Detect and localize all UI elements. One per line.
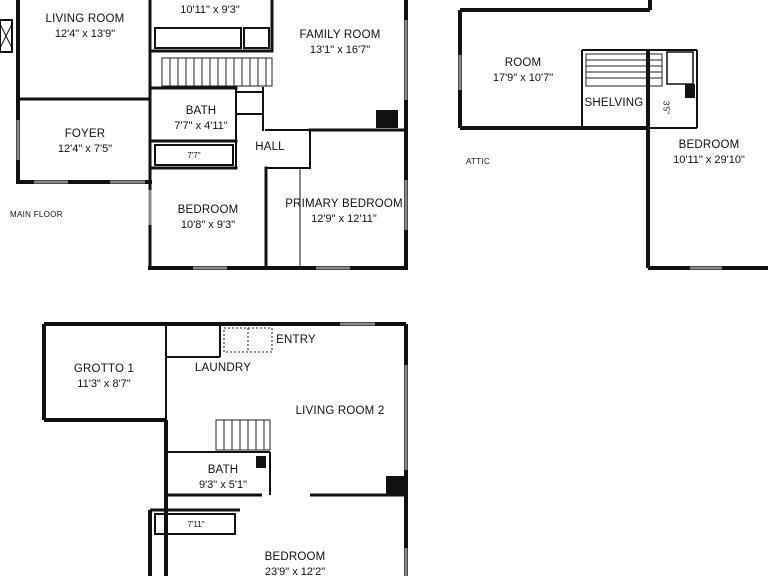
lower-bedroom-label: BEDROOM 23'9" x 12'2"	[240, 550, 350, 580]
main-floor-stairs	[161, 57, 273, 87]
dining-dim: 10'11" x 9'3"	[180, 4, 240, 16]
attic-stairs	[585, 53, 663, 87]
lower-bath-label: BATH 9'3" x 5'1"	[186, 463, 260, 493]
living-room-name: LIVING ROOM	[45, 13, 125, 25]
attic-room-dim: 17'9" x 10'7"	[492, 72, 554, 84]
attic-room-label: ROOM 17'9" x 10'7"	[478, 56, 568, 86]
bedroom-label: BEDROOM 10'8" x 9'3"	[158, 203, 258, 233]
bedroom-name: BEDROOM	[177, 204, 239, 216]
hall-name: HALL	[255, 141, 285, 153]
foyer-name: FOYER	[64, 128, 106, 140]
primary-bedroom-name: PRIMARY BEDROOM	[285, 198, 403, 210]
grotto-dim: 11'3" x 8'7"	[77, 378, 131, 390]
lower-bath-name: BATH	[207, 464, 239, 476]
lower-closet-dim: 7'11"	[187, 520, 205, 529]
attic-fixture	[685, 84, 695, 98]
bedroom-dim: 10'8" x 9'3"	[180, 219, 236, 231]
attic-bedroom-dim: 10'11" x 29'10"	[673, 154, 745, 166]
bath-label: BATH 7'7" x 4'11"	[166, 104, 236, 134]
closet-dim: 7'7"	[187, 151, 201, 160]
main-floor-windows	[16, 20, 408, 270]
living-room-2-name: LIVING ROOM 2	[295, 405, 385, 417]
laundry-name: LAUNDRY	[194, 362, 252, 374]
living-room-label: LIVING ROOM 12'4" x 13'9"	[30, 12, 140, 42]
attic-walls	[458, 0, 768, 270]
attic-room-name: ROOM	[504, 57, 542, 69]
bath-dim: 7'7" x 4'11"	[174, 120, 228, 132]
main-floor-label: MAIN FLOOR	[10, 210, 63, 219]
primary-bedroom-dim: 12'9" x 12'11"	[311, 213, 377, 225]
foyer-label: FOYER 12'4" x 7'5"	[30, 127, 140, 157]
dining-label: 10'11" x 9'3"	[160, 3, 260, 18]
bath-name: BATH	[185, 105, 217, 117]
attic-closet-dim: 3'5"	[661, 100, 671, 115]
main-floor-fixtures	[0, 19, 398, 128]
lower-floor-windows	[340, 322, 408, 576]
grotto-label: GROTTO 1 11'3" x 8'7"	[56, 362, 152, 392]
family-room-label: FAMILY ROOM 13'1" x 16'7"	[280, 28, 400, 58]
family-room-name: FAMILY ROOM	[299, 29, 381, 41]
main-floor-walls	[16, 0, 408, 270]
lower-floor-fixtures	[256, 456, 406, 494]
primary-bedroom-label: PRIMARY BEDROOM 12'9" x 12'11"	[284, 197, 404, 227]
entry-name: ENTRY	[276, 334, 316, 346]
lower-floor-stairs	[215, 327, 273, 451]
attic-label: ATTIC	[466, 157, 491, 166]
family-room-dim: 13'1" x 16'7"	[309, 44, 371, 56]
living-room-dim: 12'4" x 13'9"	[54, 28, 116, 40]
attic-windows	[458, 55, 722, 270]
lower-bedroom-dim: 23'9" x 12'2"	[264, 566, 326, 578]
attic-bedroom-label: BEDROOM 10'11" x 29'10"	[650, 138, 768, 168]
attic-bedroom-name: BEDROOM	[678, 139, 740, 151]
foyer-dim: 12'4" x 7'5"	[57, 143, 113, 155]
lower-bedroom-name: BEDROOM	[264, 551, 326, 563]
grotto-name: GROTTO 1	[73, 363, 135, 375]
lower-bath-dim: 9'3" x 5'1"	[198, 479, 248, 491]
shelving-name: SHELVING	[584, 97, 644, 109]
